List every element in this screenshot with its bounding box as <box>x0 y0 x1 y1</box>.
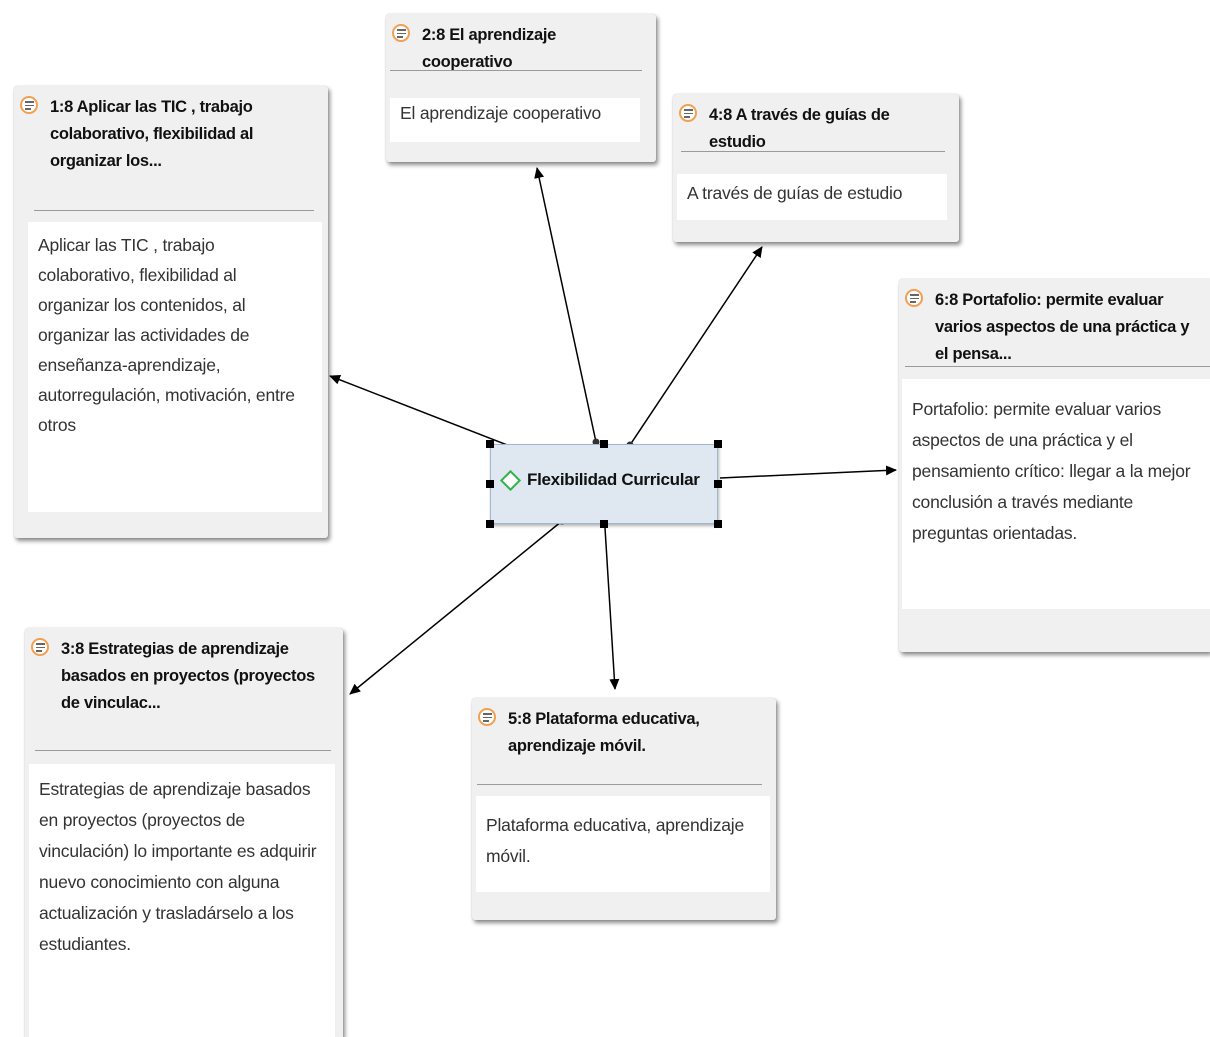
quotation-text: Plataforma educativa, aprendizaje móvil. <box>476 796 770 892</box>
link-to-q3[interactable] <box>349 520 563 695</box>
quotation-text: A través de guías de estudio <box>677 174 947 220</box>
quotation-title: 1:8 Aplicar las TIC , trabajo colaborati… <box>50 98 254 170</box>
quotation-text: Portafolio: permite evaluar varios aspec… <box>902 379 1210 609</box>
quotation-icon <box>31 638 49 656</box>
quotation-title: 6:8 Portafolio: permite evaluar varios a… <box>935 291 1190 363</box>
quotation-title: 4:8 A través de guías de estudio <box>709 106 890 151</box>
resize-handle-s[interactable] <box>600 520 608 528</box>
resize-handle-n[interactable] <box>600 440 608 448</box>
quotation-node-5[interactable]: 5:8 Plataforma educativa, aprendizaje mó… <box>472 698 776 920</box>
link-to-q1[interactable] <box>329 374 521 451</box>
code-label: Flexibilidad Curricular <box>527 470 700 489</box>
resize-handle-sw[interactable] <box>486 520 494 528</box>
resize-handle-se[interactable] <box>714 520 722 528</box>
resize-handle-nw[interactable] <box>486 440 494 448</box>
quotation-title: 2:8 El aprendizaje cooperativo <box>422 26 556 71</box>
resize-handle-w[interactable] <box>486 480 494 488</box>
quotation-node-6[interactable]: 6:8 Portafolio: permite evaluar varios a… <box>899 279 1210 652</box>
quotation-icon <box>20 96 38 114</box>
quotation-title: 3:8 Estrategias de aprendizaje basados e… <box>61 640 315 712</box>
quotation-icon <box>392 24 410 42</box>
quotation-text: Aplicar las TIC , trabajo colaborativo, … <box>28 222 322 512</box>
quotation-node-2[interactable]: 2:8 El aprendizaje cooperativo El aprend… <box>386 14 656 162</box>
link-to-q6[interactable] <box>719 465 897 479</box>
resize-handle-ne[interactable] <box>714 440 722 448</box>
quotation-header: 5:8 Plataforma educativa, aprendizaje mó… <box>472 698 776 760</box>
quotation-title: 5:8 Plataforma educativa, aprendizaje mó… <box>508 710 700 755</box>
quotation-header: 1:8 Aplicar las TIC , trabajo colaborati… <box>14 86 328 175</box>
quotation-header: 6:8 Portafolio: permite evaluar varios a… <box>899 279 1210 368</box>
code-diamond-icon <box>499 469 522 492</box>
quotation-text: Estrategias de aprendizaje basados en pr… <box>29 764 335 1037</box>
quotation-header: 2:8 El aprendizaje cooperativo <box>386 14 656 76</box>
resize-handle-e[interactable] <box>714 480 722 488</box>
link-to-q5[interactable] <box>604 527 620 690</box>
quotation-icon <box>679 104 697 122</box>
quotation-icon <box>905 289 923 307</box>
quotation-icon <box>478 708 496 726</box>
quotation-header: 4:8 A través de guías de estudio <box>673 94 959 156</box>
link-to-q2[interactable] <box>534 167 597 443</box>
quotation-node-3[interactable]: 3:8 Estrategias de aprendizaje basados e… <box>25 628 343 1037</box>
code-node-flexibilidad-curricular[interactable]: Flexibilidad Curricular <box>486 440 722 528</box>
quotation-node-1[interactable]: 1:8 Aplicar las TIC , trabajo colaborati… <box>14 86 328 538</box>
quotation-header: 3:8 Estrategias de aprendizaje basados e… <box>25 628 343 717</box>
quotation-node-4[interactable]: 4:8 A través de guías de estudio A travé… <box>673 94 959 242</box>
quotation-text: El aprendizaje cooperativo <box>390 98 640 142</box>
link-to-q4[interactable] <box>629 246 763 446</box>
